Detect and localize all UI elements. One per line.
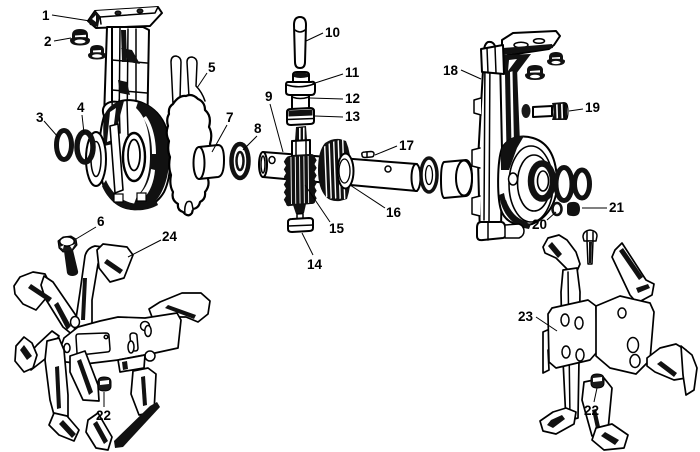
svg-text:13: 13 bbox=[345, 109, 361, 124]
svg-text:23: 23 bbox=[518, 309, 534, 324]
svg-text:15: 15 bbox=[329, 221, 345, 236]
svg-text:4: 4 bbox=[77, 100, 85, 115]
svg-text:9: 9 bbox=[265, 89, 273, 104]
svg-text:1: 1 bbox=[42, 8, 50, 23]
svg-text:14: 14 bbox=[307, 257, 323, 272]
svg-text:8: 8 bbox=[254, 121, 262, 136]
svg-text:17: 17 bbox=[399, 138, 414, 153]
svg-text:5: 5 bbox=[208, 60, 216, 75]
svg-text:19: 19 bbox=[585, 100, 600, 115]
svg-text:21: 21 bbox=[609, 200, 625, 215]
svg-text:6: 6 bbox=[97, 214, 105, 229]
svg-text:16: 16 bbox=[386, 205, 402, 220]
svg-text:18: 18 bbox=[443, 63, 459, 78]
svg-text:7: 7 bbox=[226, 110, 234, 125]
svg-text:22: 22 bbox=[96, 408, 111, 423]
svg-text:10: 10 bbox=[325, 25, 340, 40]
svg-text:3: 3 bbox=[36, 110, 44, 125]
svg-text:2: 2 bbox=[44, 34, 52, 49]
svg-text:22: 22 bbox=[584, 403, 599, 418]
svg-text:24: 24 bbox=[162, 229, 178, 244]
svg-text:20: 20 bbox=[532, 217, 547, 232]
svg-text:12: 12 bbox=[345, 91, 360, 106]
svg-text:11: 11 bbox=[345, 65, 360, 80]
